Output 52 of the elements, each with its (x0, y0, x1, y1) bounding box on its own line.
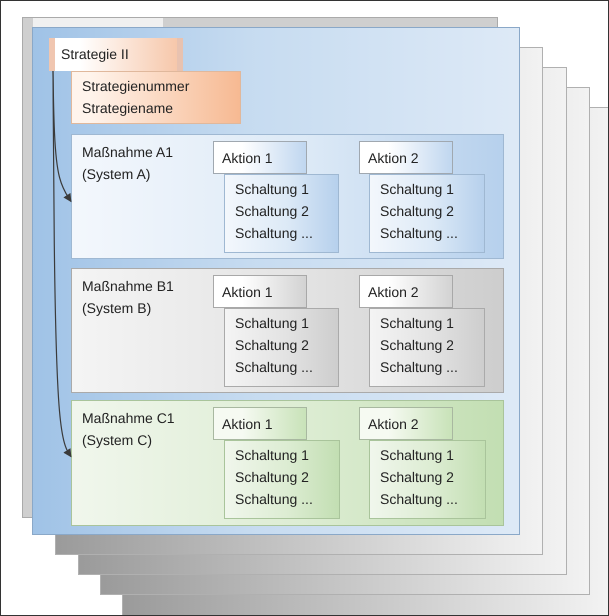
strategy-field-text: Strategiename (82, 99, 174, 118)
action-tab (213, 141, 307, 174)
panel-text: Maßnahme B1 (82, 277, 174, 296)
list-item: Schaltung ... (380, 358, 458, 377)
list-item: Schaltung 1 (235, 446, 309, 465)
strategy-field-text: Strategienummer (82, 77, 190, 96)
panel-text: (System B) (82, 299, 152, 318)
strategy-details-box (71, 71, 241, 124)
list-item: Schaltung ... (380, 224, 458, 243)
action-tab (359, 141, 453, 174)
list-item: Schaltung ... (380, 490, 458, 509)
tab-label: Aktion 1 (222, 149, 273, 168)
list-item: Schaltung 2 (380, 336, 454, 355)
list-item: Schaltung ... (235, 490, 313, 509)
switching-list-box (224, 308, 339, 387)
action-tab (213, 275, 307, 308)
strategy-card (32, 27, 520, 535)
list-item: Schaltung ... (235, 358, 313, 377)
strategy-tab (49, 38, 183, 71)
switching-list-box (369, 440, 486, 519)
list-item: Schaltung 1 (380, 446, 454, 465)
panel-text: (System A) (82, 165, 150, 184)
switching-list-box (369, 174, 485, 253)
arrow (52, 71, 72, 458)
tab-label: Aktion 2 (368, 149, 419, 168)
tab-label: Aktion 2 (368, 283, 419, 302)
list-item: Schaltung 2 (235, 468, 309, 487)
tab-label: Aktion 2 (368, 415, 419, 434)
action-tab (359, 407, 453, 440)
list-item: Schaltung 2 (235, 336, 309, 355)
list-item: Schaltung 1 (235, 314, 309, 333)
list-item: Schaltung 2 (380, 202, 454, 221)
measure-panel (71, 134, 504, 259)
list-item: Schaltung 1 (380, 180, 454, 199)
tab-label: Strategie II (61, 45, 129, 64)
tab-label: Aktion 1 (222, 283, 273, 302)
panel-text: Maßnahme C1 (82, 409, 175, 428)
switching-list-box (224, 174, 339, 253)
tab-label: Aktion 1 (222, 415, 273, 434)
list-item: Schaltung 1 (380, 314, 454, 333)
switching-list-box (224, 440, 340, 519)
action-tab (213, 407, 307, 440)
list-item: Schaltung 2 (380, 468, 454, 487)
measure-panel (71, 400, 504, 526)
list-item: Schaltung ... (235, 224, 313, 243)
panel-text: Maßnahme A1 (82, 143, 174, 162)
list-item: Schaltung 2 (235, 202, 309, 221)
list-item: Schaltung 1 (235, 180, 309, 199)
switching-list-box (369, 308, 485, 387)
action-tab (359, 275, 453, 308)
panel-text: (System C) (82, 431, 152, 450)
measure-panel (71, 268, 504, 393)
